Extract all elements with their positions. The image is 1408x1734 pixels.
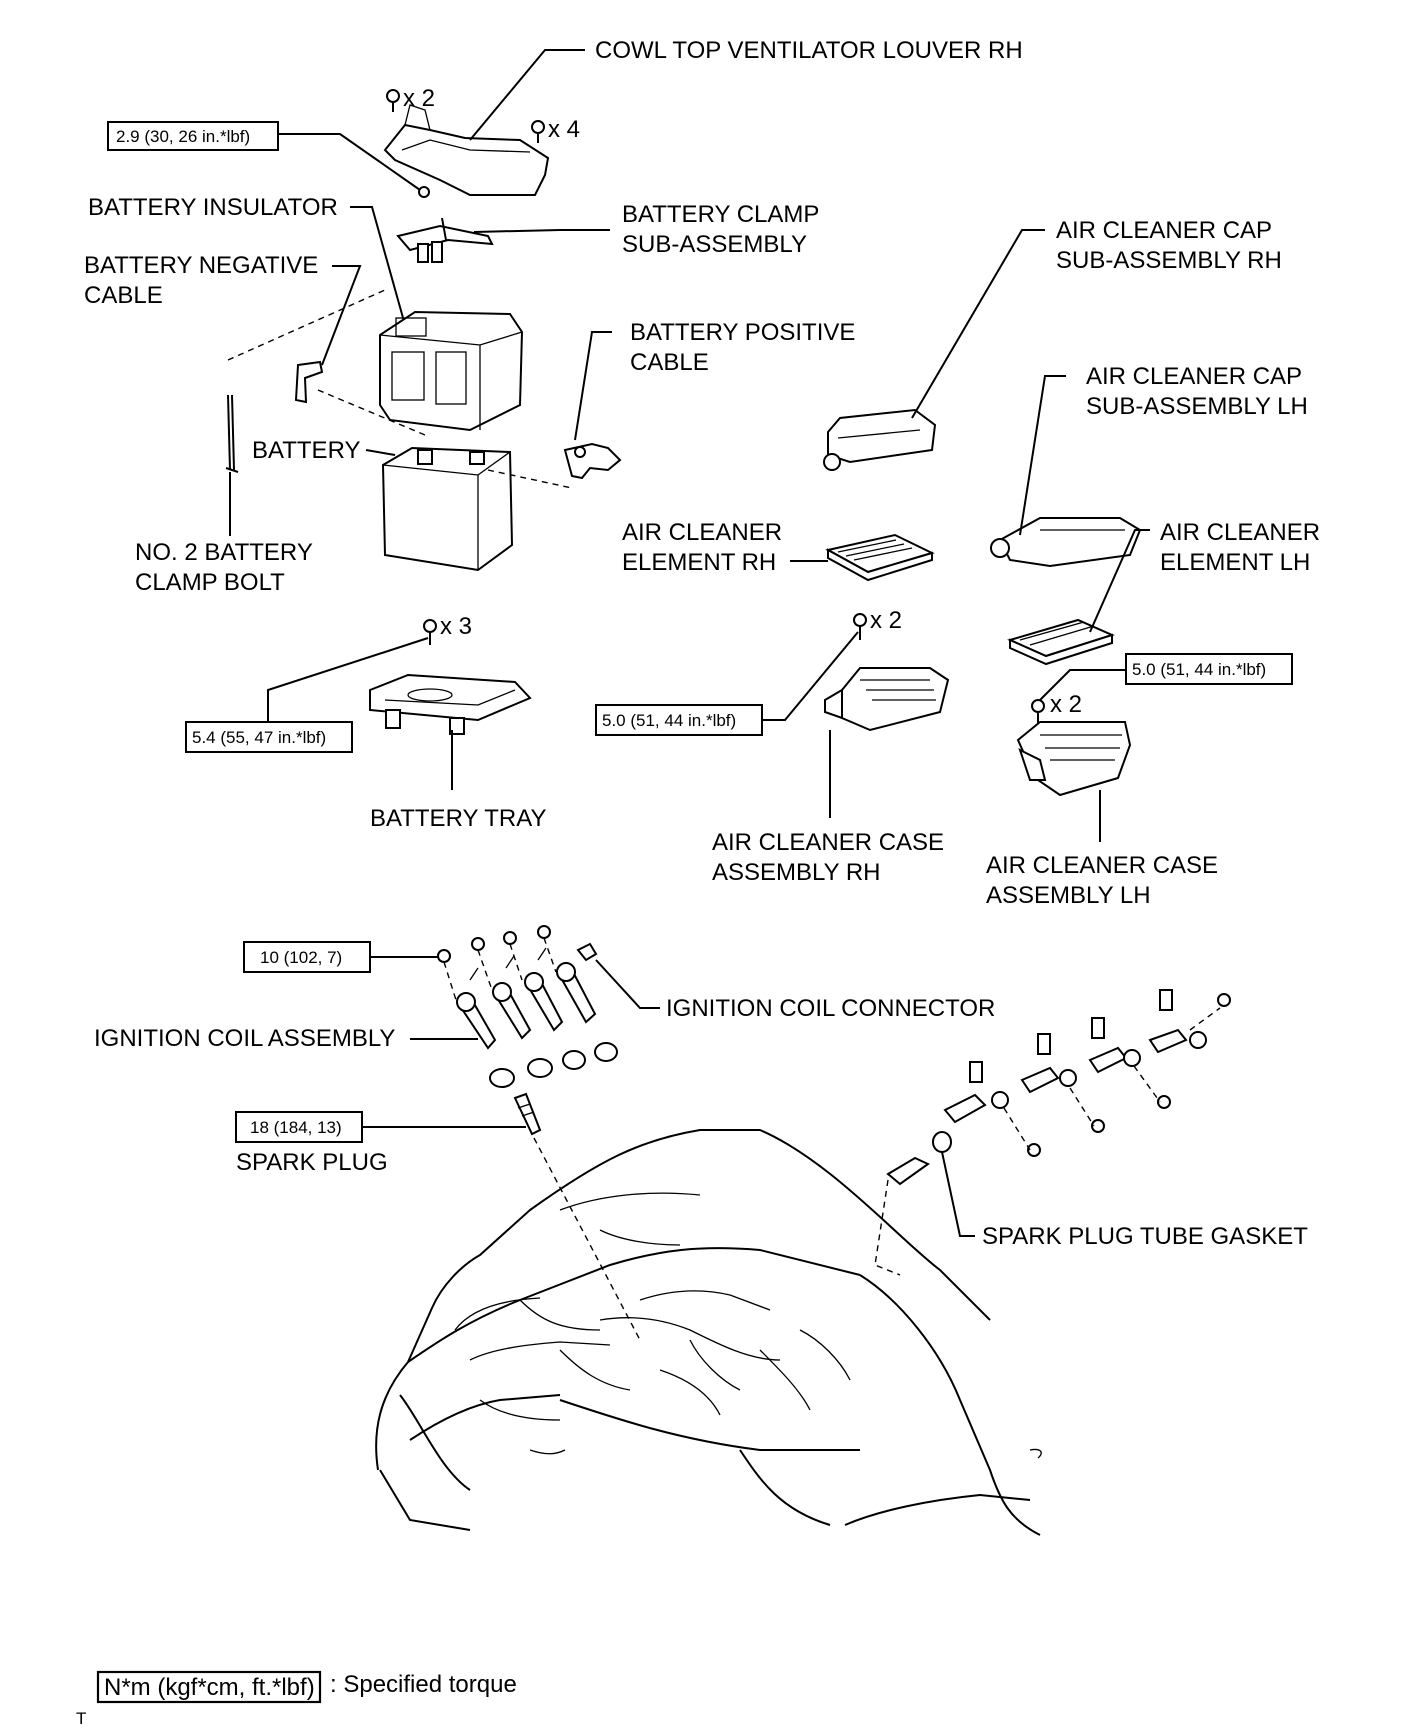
tray-bolt-qty: x 3 [440, 613, 472, 640]
battery-insulator-label: BATTERY INSULATOR [88, 194, 338, 221]
spark-plug-label: SPARK PLUG [236, 1149, 388, 1176]
clip-icon [386, 89, 545, 143]
bolt-icon [423, 619, 437, 645]
bolt-icon [1031, 699, 1045, 724]
ac-case-lh-label-2: ASSEMBLY LH [986, 882, 1151, 909]
air-cleaner-case-rh [824, 667, 950, 732]
battery-negative-cable-label-2: CABLE [84, 282, 163, 309]
ac-cap-rh-label-2: SUB-ASSEMBLY RH [1056, 247, 1282, 274]
air-cleaner-cap-rh [823, 408, 937, 471]
ac-elem-lh-label-1: AIR CLEANER [1160, 519, 1320, 546]
ac-case-lh-label-1: AIR CLEANER CASE [986, 852, 1218, 879]
bolt-icon [853, 613, 867, 640]
battery-tray [369, 673, 532, 735]
torque-spark-plug: 18 (184, 13) [250, 1118, 342, 1137]
clamp-bolt-label-1: NO. 2 BATTERY [135, 539, 313, 566]
ac-cap-lh-label-2: SUB-ASSEMBLY LH [1086, 393, 1308, 420]
ignition-coil-assembly-label: IGNITION COIL ASSEMBLY [94, 1025, 395, 1052]
case-lh-bolt-qty: x 2 [1050, 691, 1082, 718]
battery-tray-label: BATTERY TRAY [370, 805, 547, 832]
case-rh-bolt-qty: x 2 [870, 607, 902, 634]
spark-plug-tube-gasket-label: SPARK PLUG TUBE GASKET [982, 1223, 1308, 1250]
ignition-coil-connector-icon [576, 942, 598, 962]
torque-box-case-rh [595, 704, 763, 736]
battery-label: BATTERY [252, 437, 360, 464]
battery [381, 446, 514, 572]
vehicle-engine-bay [375, 1129, 1042, 1536]
battery-positive-cable-label-1: BATTERY POSITIVE [630, 319, 855, 346]
ignition-coil-connector-label: IGNITION COIL CONNECTOR [666, 995, 995, 1022]
air-cleaner-case-lh [1016, 721, 1132, 797]
battery-positive-cable-label-2: CABLE [630, 349, 709, 376]
footer-mark: T [76, 1709, 86, 1728]
ac-elem-rh-label-1: AIR CLEANER [622, 519, 782, 546]
ignition-coil-bolts [437, 925, 557, 1001]
battery-positive-cable [563, 442, 622, 480]
torque-case-lh: 5.0 (51, 44 in.*lbf) [1132, 660, 1266, 679]
battery-negative-cable-label-1: BATTERY NEGATIVE [84, 252, 318, 279]
ac-elem-rh-label-2: ELEMENT RH [622, 549, 776, 576]
air-cleaner-cap-lh [990, 517, 1142, 568]
torque-coil-bolt: 10 (102, 7) [260, 948, 342, 967]
ac-cap-lh-label-1: AIR CLEANER CAP [1086, 363, 1302, 390]
battery-insulator [379, 310, 524, 432]
clamp-nut-icon [418, 186, 430, 198]
battery-clamp-label-1: BATTERY CLAMP [622, 201, 819, 228]
battery-clamp-bolt [225, 394, 239, 473]
ac-cap-rh-label-1: AIR CLEANER CAP [1056, 217, 1272, 244]
air-cleaner-element-lh [1007, 618, 1115, 666]
louver-clip-qty-b: x 4 [548, 116, 580, 143]
legend-description: : Specified torque [330, 1671, 517, 1698]
spark-plug-tube-gasket [886, 1131, 952, 1186]
ignition-coil-assembly [456, 947, 597, 1050]
air-cleaner-element-rh [825, 533, 935, 582]
spark-plug [513, 1092, 542, 1136]
battery-clamp-label-2: SUB-ASSEMBLY [622, 231, 807, 258]
legend-unit: N*m (kgf*cm, ft.*lbf) [104, 1674, 315, 1701]
torque-case-rh: 5.0 (51, 44 in.*lbf) [602, 711, 736, 730]
ac-elem-lh-label-2: ELEMENT LH [1160, 549, 1310, 576]
clamp-bolt-label-2: CLAMP BOLT [135, 569, 285, 596]
cowl-top-ventilator-louver [383, 104, 550, 196]
ac-case-rh-label-1: AIR CLEANER CASE [712, 829, 944, 856]
louver-clip-qty-a: x 2 [403, 85, 435, 112]
coil-boots [489, 1042, 618, 1088]
legend-torque-box [96, 1670, 322, 1704]
cowl-louver-label: COWL TOP VENTILATOR LOUVER RH [595, 37, 1023, 64]
torque-tray-bolt: 5.4 (55, 47 in.*lbf) [192, 728, 326, 747]
torque-box-clamp-nut [107, 121, 279, 151]
battery-clamp [396, 217, 494, 263]
torque-box-tray-bolt [185, 721, 353, 753]
battery-negative-cable [294, 360, 324, 404]
torque-box-spark-plug [235, 1111, 363, 1143]
ac-case-rh-label-2: ASSEMBLY RH [712, 859, 881, 886]
right-bank-coils [943, 989, 1231, 1157]
torque-clamp-nut: 2.9 (30, 26 in.*lbf) [116, 127, 250, 146]
